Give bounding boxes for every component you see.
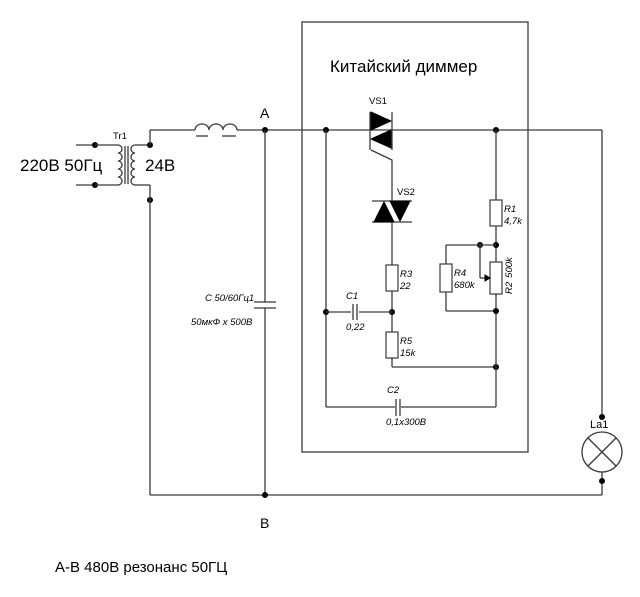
la1-ref: La1	[590, 419, 608, 431]
resistor-r3	[385, 264, 399, 292]
resistor-r1	[489, 199, 503, 227]
potentiometer-r2[interactable]	[489, 261, 503, 295]
mains-input	[76, 142, 118, 188]
vs2-ref: VS2	[397, 187, 415, 198]
capacitor-c2	[395, 399, 401, 416]
c1-value: 0,22	[346, 322, 365, 333]
triac-vs1	[369, 111, 393, 195]
resonant-capacitor-ref: C 50/60Гц1	[205, 293, 254, 304]
caption: A-B 480В резонанс 50ГЦ	[55, 559, 227, 576]
transformer-tr1	[117, 144, 150, 186]
dimmer-enclosure	[301, 21, 529, 453]
r4-ref: R4	[454, 268, 466, 279]
capacitor-c1	[352, 304, 358, 320]
resistor-r5	[385, 331, 399, 359]
c1-ref: C1	[346, 291, 358, 302]
wiper-arrow-icon	[484, 274, 491, 282]
r5-ref: R5	[400, 336, 413, 347]
resonant-capacitor-value: 50мкФ x 500В	[191, 317, 253, 328]
resonant-capacitor	[254, 301, 276, 309]
diac-vs2	[372, 200, 412, 223]
node-b-dot	[262, 492, 268, 498]
c2-value: 0,1x300В	[386, 417, 427, 428]
r1-ref: R1	[504, 204, 516, 215]
node-a-label: A	[260, 105, 270, 121]
inductor	[194, 123, 238, 137]
dimmer-title: Китайский диммер	[330, 57, 477, 76]
transformer-ref: Tr1	[113, 131, 127, 142]
r2-label: R2500k	[504, 256, 515, 294]
vs1-ref: VS1	[369, 96, 387, 107]
resistor-r4	[439, 263, 453, 293]
r3-value: 22	[399, 281, 411, 292]
c2-ref: C2	[387, 385, 400, 396]
node-b-label: B	[260, 515, 269, 531]
r3-ref: R3	[400, 269, 413, 280]
output-voltage-label: 24В	[145, 156, 175, 175]
r5-value: 15k	[400, 348, 417, 359]
lamp-la1	[581, 431, 623, 473]
input-voltage-label: 220В 50Гц	[20, 156, 103, 175]
r4-value: 680k	[454, 280, 476, 291]
r1-value: 4,7k	[504, 216, 523, 227]
